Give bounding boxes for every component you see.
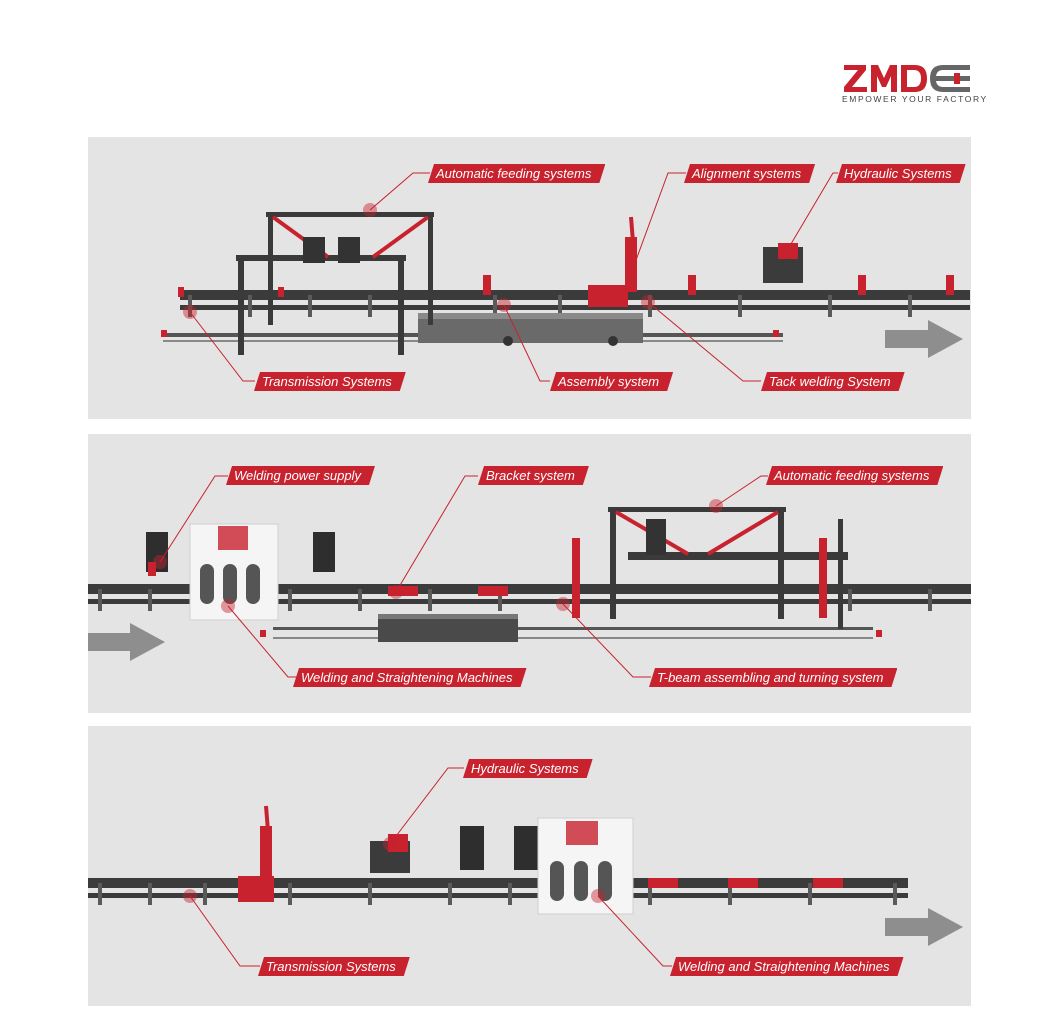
- label-welding-straightening-machines: Welding and Straightening Machines: [670, 957, 904, 976]
- panel-3-illustration: [88, 767, 963, 967]
- flow-arrow-icon: [885, 908, 963, 946]
- label-bracket-system: Bracket system: [478, 466, 589, 485]
- label-welding-power-supply: Welding power supply: [226, 466, 375, 485]
- label-transmission-systems: Transmission Systems: [254, 372, 406, 391]
- label-alignment-systems: Alignment systems: [684, 164, 815, 183]
- brand-logo: EMPOWER YOUR FACTORY: [842, 60, 988, 110]
- label-hydraulic-systems: Hydraulic Systems: [463, 759, 593, 778]
- label-assembly-system: Assembly system: [550, 372, 673, 391]
- label-automatic-feeding-systems: Automatic feeding systems: [428, 164, 605, 183]
- panel-1-illustration: [161, 172, 970, 382]
- label-welding-straightening-machines: Welding and Straightening Machines: [293, 668, 527, 687]
- logo-tagline: EMPOWER YOUR FACTORY: [842, 94, 988, 104]
- label-hydraulic-systems: Hydraulic Systems: [836, 164, 966, 183]
- panel-2-illustration: [88, 475, 971, 678]
- label-t-beam-assembling-turning-system: T-beam assembling and turning system: [649, 668, 897, 687]
- flow-arrow-icon: [88, 623, 165, 661]
- label-automatic-feeding-systems: Automatic feeding systems: [766, 466, 943, 485]
- flow-arrow-icon: [885, 320, 963, 358]
- panel-2-line-overview: Welding power supply Bracket system Auto…: [88, 434, 971, 713]
- panel-3-line-overview: Hydraulic Systems Transmission Systems W…: [88, 726, 971, 1006]
- label-tack-welding-system: Tack welding System: [761, 372, 905, 391]
- panel-1-line-overview: Automatic feeding systems Alignment syst…: [88, 137, 971, 419]
- zmde-logo-icon: [844, 65, 970, 92]
- label-transmission-systems: Transmission Systems: [258, 957, 410, 976]
